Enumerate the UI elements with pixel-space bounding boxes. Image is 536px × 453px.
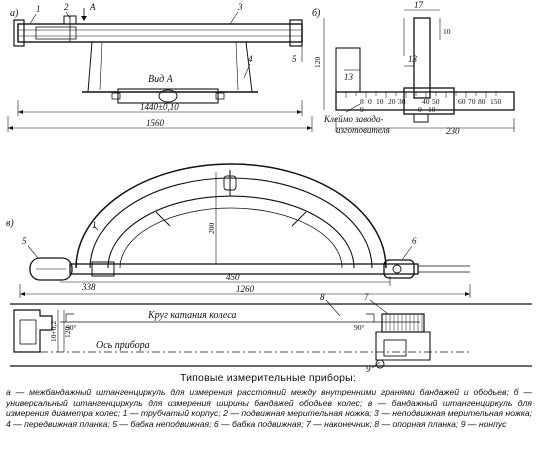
panel-b-dim-top: 17: [414, 0, 424, 10]
panel-a-arrow-label: А: [89, 2, 96, 12]
panel-b-drawing: [323, 9, 515, 132]
scale-number: 50: [432, 97, 440, 106]
panel-v-part-6: 6: [412, 236, 417, 246]
panel-a-part-1: 1: [36, 4, 41, 14]
panel-g-dim-120: 120: [63, 327, 72, 339]
vernier-number: 10: [428, 105, 436, 114]
panel-g-dim-10: 10+0,2: [49, 321, 58, 342]
panel-v-drawing: [19, 163, 471, 298]
panel-a-part-5: 5: [292, 54, 297, 64]
scale-number: 150: [490, 97, 502, 106]
caption-text: а — межбандажный штангенциркуль для изме…: [6, 387, 532, 429]
panel-g-drawing: [10, 299, 532, 369]
panel-b-dim-9: 9: [360, 105, 364, 114]
panel-v-dim-338: 338: [81, 282, 96, 292]
scale-number: 30: [398, 97, 406, 106]
panel-v-part-1: 1: [92, 220, 97, 230]
panel-v-part-5: 5: [22, 236, 27, 246]
panel-b-scale-numbers: 0 10 20 30 40 50 60 70 80 150: [368, 97, 502, 106]
panel-v-dim-450: 450: [226, 272, 240, 282]
panel-g-angle-left: 90°: [66, 323, 77, 332]
panel-b-maker-mark-1: Клеймо завода-: [323, 114, 383, 124]
caption: Типовые измерительные приборы: а — межба…: [0, 372, 536, 429]
panel-g-rolling-circle: Круг катания колеса: [147, 310, 236, 321]
scale-number: 60: [458, 97, 466, 106]
scale-number: 80: [478, 97, 486, 106]
panel-v-label: в): [6, 218, 14, 229]
scale-number: 10: [376, 97, 384, 106]
panel-v-dim-1260: 1260: [236, 284, 255, 294]
panel-b-dim-width: 230: [446, 126, 460, 136]
panel-b-maker-mark-2: изготовителя: [336, 125, 390, 135]
scale-number: 40: [422, 97, 430, 106]
panel-v-dim-height: 200: [207, 223, 216, 235]
panel-g-device-axis: Ось прибора: [96, 340, 150, 351]
panel-g-angle-right: 90°: [354, 323, 365, 332]
panel-g-part-9: 9: [366, 364, 371, 374]
panel-b-label: б): [312, 8, 321, 19]
panel-a-part-4: 4: [248, 54, 253, 64]
panel-a-part-3: 3: [237, 2, 243, 12]
scale-number: 20: [388, 97, 396, 106]
panel-a-dim-outer: 1560: [146, 118, 165, 128]
panel-a-drawing: [7, 8, 313, 132]
caption-title: Типовые измерительные приборы:: [179, 372, 357, 384]
scale-number: 0: [368, 97, 372, 106]
vernier-number: 0: [418, 105, 422, 114]
panel-a-part-2: 2: [64, 2, 69, 12]
panel-a-label: а): [10, 8, 19, 19]
panel-b-dim-13a: 13: [344, 72, 354, 82]
panel-b-dim-13b: 13: [408, 54, 418, 64]
scale-number: 70: [468, 97, 476, 106]
panel-a-view-label: Вид А: [148, 74, 174, 85]
panel-b-dim-height: 120: [313, 57, 322, 69]
panel-b-dim-8: 8: [360, 97, 364, 106]
panel-b-dim-small: 10: [443, 27, 451, 36]
panel-g-part-8: 8: [320, 292, 325, 302]
panel-a-dim-inner: 1440±0,10: [140, 102, 179, 112]
panel-g-part-7: 7: [364, 292, 369, 302]
